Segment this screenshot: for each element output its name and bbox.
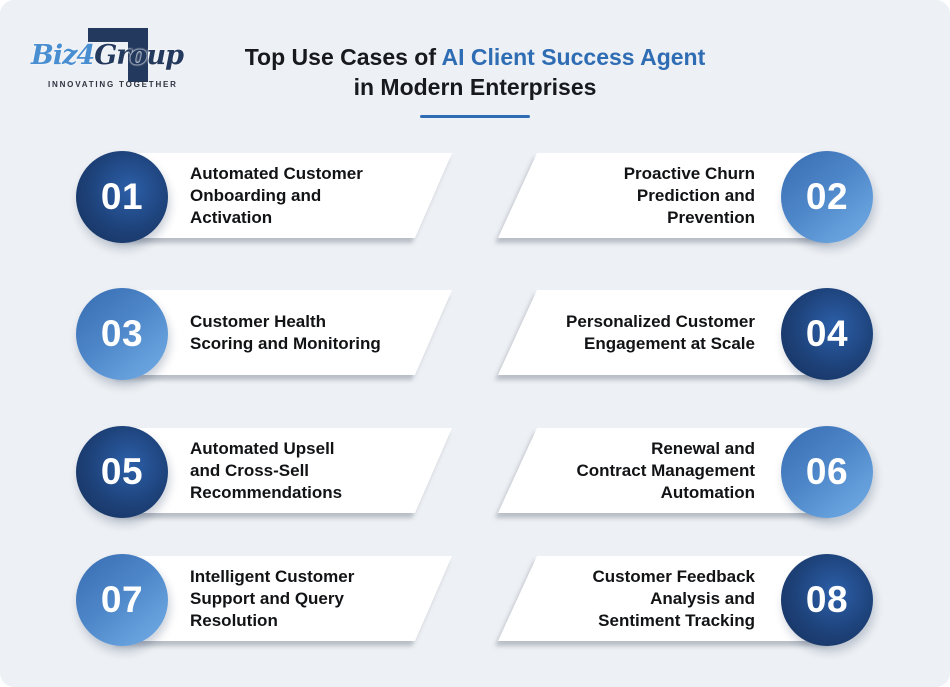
use-case-label-06: Renewal and Contract Management Automati… [576,438,755,502]
title-underline [420,115,530,118]
use-case-badge-06: 06 [781,426,873,518]
use-case-badge-05: 05 [76,426,168,518]
use-case-badge-02: 02 [781,151,873,243]
use-case-label-08: Customer Feedback Analysis and Sentiment… [592,566,756,630]
logo-bracket-icon [88,28,148,82]
use-case-number-06: 06 [805,451,849,492]
use-case-row-1: Automated Customer Onboarding and Activa… [0,151,950,245]
logo-text-biz: Biz [31,40,77,71]
use-case-number-04: 04 [805,313,849,354]
use-case-label-02: Proactive Churn Prediction and Preventio… [623,163,755,227]
use-case-badge-03: 03 [76,288,168,380]
use-case-banner-08: Customer Feedback Analysis and Sentiment… [498,556,833,641]
use-case-number-05: 05 [100,451,144,492]
page-title-line1: Top Use Cases of AI Client Success Agent [0,42,950,72]
use-case-row-4: Intelligent Customer Support and Query R… [0,554,950,648]
use-case-row-2: Customer Health Scoring and Monitoring 0… [0,288,950,382]
biz4group-logo: Biz4Group INNOVATING TOGETHER [25,16,185,102]
logo-tagline: INNOVATING TOGETHER [48,80,178,89]
page-header: Top Use Cases of AI Client Success Agent… [0,42,950,118]
use-case-banner-06: Renewal and Contract Management Automati… [498,428,833,513]
use-case-number-03: 03 [100,313,144,354]
logo-text-4: 4 [76,40,95,71]
use-case-number-07: 07 [100,579,144,620]
use-case-label-05: Automated Upsell and Cross-Sell Recommen… [190,438,343,502]
use-case-label-03: Customer Health Scoring and Monitoring [190,311,381,353]
use-case-badge-01: 01 [76,151,168,243]
use-case-number-02: 02 [805,176,849,217]
use-case-label-01: Automated Customer Onboarding and Activa… [190,163,363,227]
use-case-number-01: 01 [100,176,144,217]
use-case-row-3: Automated Upsell and Cross-Sell Recommen… [0,426,950,520]
title-prefix: Top Use Cases of [244,44,442,70]
use-case-badge-08: 08 [781,554,873,646]
title-highlight: AI Client Success Agent [441,44,706,70]
logo-wordmark: Biz4Group [31,40,184,71]
use-case-banner-04: Personalized Customer Engagement at Scal… [498,290,833,375]
use-case-banner-03: Customer Health Scoring and Monitoring [118,290,452,375]
use-case-banner-01: Automated Customer Onboarding and Activa… [118,153,452,238]
use-case-badge-04: 04 [781,288,873,380]
use-case-badge-07: 07 [76,554,168,646]
use-case-banner-07: Intelligent Customer Support and Query R… [118,556,452,641]
logo-text-group: Group [94,40,184,71]
use-case-banner-02: Proactive Churn Prediction and Preventio… [498,153,833,238]
page-title-line2: in Modern Enterprises [353,74,597,100]
use-case-label-07: Intelligent Customer Support and Query R… [190,566,355,630]
use-case-banner-05: Automated Upsell and Cross-Sell Recommen… [118,428,452,513]
use-case-number-08: 08 [805,579,849,620]
use-case-label-04: Personalized Customer Engagement at Scal… [566,311,755,353]
